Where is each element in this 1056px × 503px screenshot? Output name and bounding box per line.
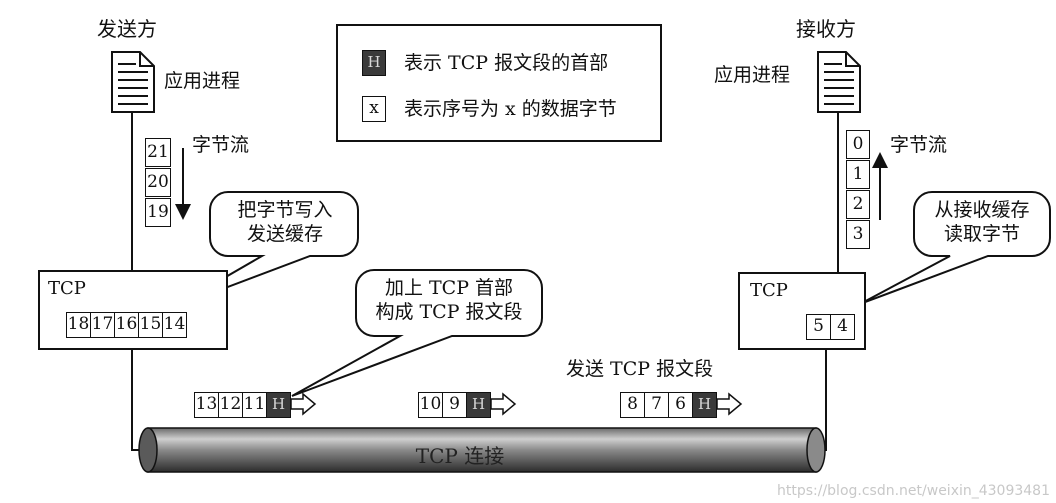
sender-stream-cell: 19 bbox=[145, 198, 171, 227]
sender-tcp-box: TCP bbox=[38, 270, 228, 350]
sender-stream-cell: 21 bbox=[145, 138, 171, 167]
callout-write-buffer-shape bbox=[171, 191, 359, 309]
receiver-stream-cell: 2 bbox=[846, 190, 870, 219]
legend-byte-text: 表示序号为 x 的数据字节 bbox=[404, 98, 617, 120]
receiver-document-shape bbox=[817, 51, 861, 113]
segment-1: 13 12 11 H bbox=[194, 392, 294, 418]
receiver-stream-cell: 1 bbox=[846, 160, 870, 189]
sender-buffer-cell: 17 bbox=[90, 312, 115, 338]
sender-buffer-cell: 16 bbox=[114, 312, 139, 338]
legend-box: H 表示 TCP 报文段的首部 x 表示序号为 x 的数据字节 bbox=[336, 24, 662, 142]
sender-app-process: 应用进程 bbox=[164, 70, 241, 92]
receiver-document-icon bbox=[818, 52, 860, 112]
receiver-stream-cell: 0 bbox=[846, 130, 870, 159]
sender-send-buffer: 18 17 16 15 14 bbox=[66, 312, 188, 338]
segment-header-cell: H bbox=[466, 392, 491, 418]
receiver-stream-stack: 0 1 2 3 bbox=[846, 130, 870, 250]
send-segment-label: 发送 TCP 报文段 bbox=[566, 358, 714, 380]
sender-tcp-label: TCP bbox=[48, 278, 86, 299]
receiver-buffer: 5 4 bbox=[806, 314, 856, 340]
callout-add-header-line1: 加上 TCP 首部 bbox=[384, 277, 514, 299]
sender-document-icon bbox=[112, 52, 154, 112]
segment-byte-cell: 9 bbox=[442, 392, 467, 418]
sender-document-shape bbox=[111, 51, 155, 113]
callout-read-buffer-shape bbox=[859, 191, 1051, 305]
segment-byte-cell: 10 bbox=[418, 392, 443, 418]
callout-add-header: 加上 TCP 首部 构成 TCP 报文段 bbox=[356, 276, 542, 324]
callout-add-header-shape bbox=[291, 269, 543, 397]
up-arrow-icon bbox=[874, 156, 886, 222]
down-arrow-icon bbox=[177, 148, 189, 214]
segment-byte-cell: 12 bbox=[218, 392, 243, 418]
segment-byte-cell: 8 bbox=[620, 392, 645, 418]
right-arrow-icon bbox=[291, 394, 315, 414]
callout-write-buffer: 把字节写入 发送缓存 bbox=[212, 198, 358, 246]
receiver-app-process: 应用进程 bbox=[714, 64, 791, 86]
receiver-tcp-label: TCP bbox=[750, 280, 788, 301]
receiver-title: 接收方 bbox=[796, 17, 856, 41]
receiver-buffer-cell: 4 bbox=[830, 314, 855, 340]
sender-stream-stack: 21 20 19 bbox=[145, 138, 171, 228]
legend-header-symbol: H bbox=[362, 50, 386, 76]
callout-read-buffer-line2: 读取字节 bbox=[943, 223, 1020, 245]
legend-header-text: 表示 TCP 报文段的首部 bbox=[404, 52, 609, 74]
tcp-connection-pipe bbox=[138, 427, 826, 473]
receiver-stream-cell: 3 bbox=[846, 220, 870, 249]
callout-read-buffer-line1: 从接收缓存 bbox=[934, 199, 1030, 221]
segment-byte-cell: 7 bbox=[644, 392, 669, 418]
callout-add-header-line2: 构成 TCP 报文段 bbox=[375, 301, 523, 323]
segment-byte-cell: 6 bbox=[668, 392, 693, 418]
sender-stream-label: 字节流 bbox=[192, 134, 250, 156]
legend-byte-symbol: x bbox=[362, 96, 386, 122]
segment-2: 10 9 H bbox=[418, 392, 494, 418]
receiver-buffer-cell: 5 bbox=[806, 314, 831, 340]
segment-byte-cell: 13 bbox=[194, 392, 219, 418]
segment-header-cell: H bbox=[692, 392, 717, 418]
tcp-connection-label: TCP 连接 bbox=[415, 444, 505, 468]
sender-buffer-cell: 14 bbox=[162, 312, 187, 338]
watermark: https://blog.csdn.net/weixin_43093481 bbox=[776, 483, 1050, 499]
segment-arrows bbox=[290, 392, 743, 416]
receiver-stream-label: 字节流 bbox=[890, 134, 948, 156]
sender-title: 发送方 bbox=[97, 17, 157, 41]
segment-3: 8 7 6 H bbox=[620, 392, 720, 418]
callout-read-buffer: 从接收缓存 读取字节 bbox=[914, 198, 1050, 246]
callout-write-buffer-line1: 把字节写入 bbox=[237, 199, 333, 221]
segment-header-cell: H bbox=[266, 392, 291, 418]
segment-byte-cell: 11 bbox=[242, 392, 267, 418]
sender-stream-cell: 20 bbox=[145, 168, 171, 197]
sender-buffer-cell: 18 bbox=[66, 312, 91, 338]
callout-write-buffer-line2: 发送缓存 bbox=[246, 223, 323, 245]
sender-buffer-cell: 15 bbox=[138, 312, 163, 338]
